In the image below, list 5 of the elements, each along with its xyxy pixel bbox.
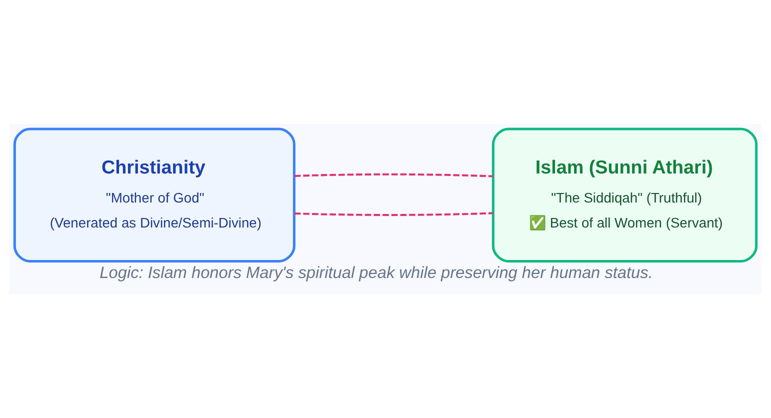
caption: Logic: Islam honors Mary's spiritual peak while preserving her human status. — [100, 264, 653, 282]
node-box: Christianity "Mother of God" (Venerated as Divine/Semi-Divine) — [13, 128, 296, 263]
node-box: Islam (Sunni Athari) "The Siddiqah" (Truthful) ✅ Best of all Women (Servant) — [492, 128, 758, 263]
connector — [294, 173, 493, 178]
connector — [294, 212, 493, 216]
